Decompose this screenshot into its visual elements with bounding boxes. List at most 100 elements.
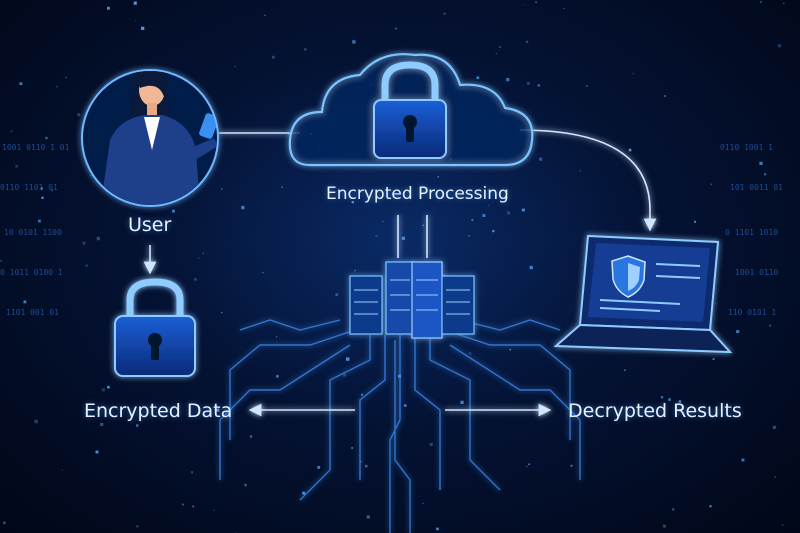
particle xyxy=(694,220,696,223)
particle xyxy=(506,211,510,215)
particle xyxy=(443,12,446,15)
particle xyxy=(760,1,762,3)
particle xyxy=(537,84,540,87)
particle xyxy=(365,464,368,468)
particle xyxy=(468,235,470,237)
user-avatar xyxy=(81,69,219,207)
particle xyxy=(366,515,370,519)
particle xyxy=(249,435,253,438)
particle xyxy=(499,46,502,48)
particle xyxy=(528,463,530,466)
particle xyxy=(213,509,215,511)
particle xyxy=(172,209,175,213)
particle xyxy=(288,133,290,136)
particle xyxy=(526,40,529,43)
particle xyxy=(51,189,53,192)
particle xyxy=(352,40,356,44)
particle xyxy=(772,425,777,429)
particle xyxy=(10,130,13,133)
particle xyxy=(192,505,194,508)
particle xyxy=(359,460,362,463)
shield-icon xyxy=(611,255,646,298)
particle xyxy=(202,252,204,254)
circuit-traces xyxy=(219,319,581,533)
particle xyxy=(351,446,354,449)
particle xyxy=(100,422,104,426)
connector-arrows xyxy=(143,129,657,417)
encrypted-data-label: Encrypted Data xyxy=(84,400,233,422)
particle xyxy=(85,264,88,267)
particle xyxy=(712,358,715,361)
padlock-icon xyxy=(114,278,196,377)
particle xyxy=(190,471,194,474)
particle xyxy=(133,1,137,5)
particle xyxy=(401,236,405,240)
particle xyxy=(375,235,378,237)
particle xyxy=(107,6,110,10)
particle xyxy=(504,197,507,200)
particle xyxy=(38,219,41,223)
particle xyxy=(422,502,424,504)
particle xyxy=(429,442,433,446)
particle xyxy=(234,65,236,68)
particle xyxy=(77,113,81,117)
particle xyxy=(101,388,105,392)
laptop-icon xyxy=(553,234,733,354)
user-label: User xyxy=(128,214,172,236)
particle xyxy=(663,524,666,528)
particle xyxy=(539,157,543,161)
svg-text:110 0101 1: 110 0101 1 xyxy=(728,308,776,317)
particle xyxy=(181,503,184,506)
particle xyxy=(220,188,223,190)
particle xyxy=(136,525,139,528)
particle xyxy=(436,527,439,531)
particle xyxy=(19,82,23,86)
particle xyxy=(506,78,510,82)
particle xyxy=(624,369,626,371)
cloud-lock-icon xyxy=(288,53,534,167)
particle xyxy=(61,469,63,471)
svg-text:10 0101 1100: 10 0101 1100 xyxy=(4,228,62,237)
particle xyxy=(3,521,6,525)
particle xyxy=(45,136,48,140)
svg-text:0 1011 0100 1: 0 1011 0100 1 xyxy=(0,268,63,277)
particle xyxy=(23,300,27,304)
decrypted-results-label: Decrypted Results xyxy=(568,400,742,422)
particle xyxy=(579,170,581,172)
particle xyxy=(781,524,784,526)
particle xyxy=(710,183,713,186)
particle xyxy=(198,257,200,259)
particle xyxy=(526,465,528,468)
particle xyxy=(642,219,644,221)
particle xyxy=(361,393,363,396)
svg-text:101 0011 01: 101 0011 01 xyxy=(730,183,783,192)
particle xyxy=(317,466,321,469)
particle xyxy=(471,219,474,221)
particle xyxy=(241,205,245,210)
svg-text:1101 001 01: 1101 001 01 xyxy=(6,308,59,317)
particle xyxy=(660,396,664,399)
particle xyxy=(264,14,266,16)
particle xyxy=(216,408,220,412)
particle xyxy=(82,241,86,245)
particle xyxy=(764,173,767,176)
encrypted-processing-label: Encrypted Processing xyxy=(326,184,509,204)
svg-text:0110 1101 01: 0110 1101 01 xyxy=(0,183,58,192)
particle xyxy=(769,324,772,327)
particle xyxy=(586,85,588,87)
particle xyxy=(15,165,18,168)
particle xyxy=(767,274,769,276)
particle xyxy=(351,201,354,204)
particle xyxy=(281,186,283,188)
particle xyxy=(482,214,486,217)
particle xyxy=(678,400,682,403)
particle xyxy=(783,2,785,4)
particle xyxy=(335,293,339,296)
particle xyxy=(778,44,782,48)
particle xyxy=(272,55,275,59)
server-rack-icon xyxy=(349,261,475,339)
particle xyxy=(395,27,397,30)
particle xyxy=(529,265,533,270)
particle xyxy=(404,404,407,407)
